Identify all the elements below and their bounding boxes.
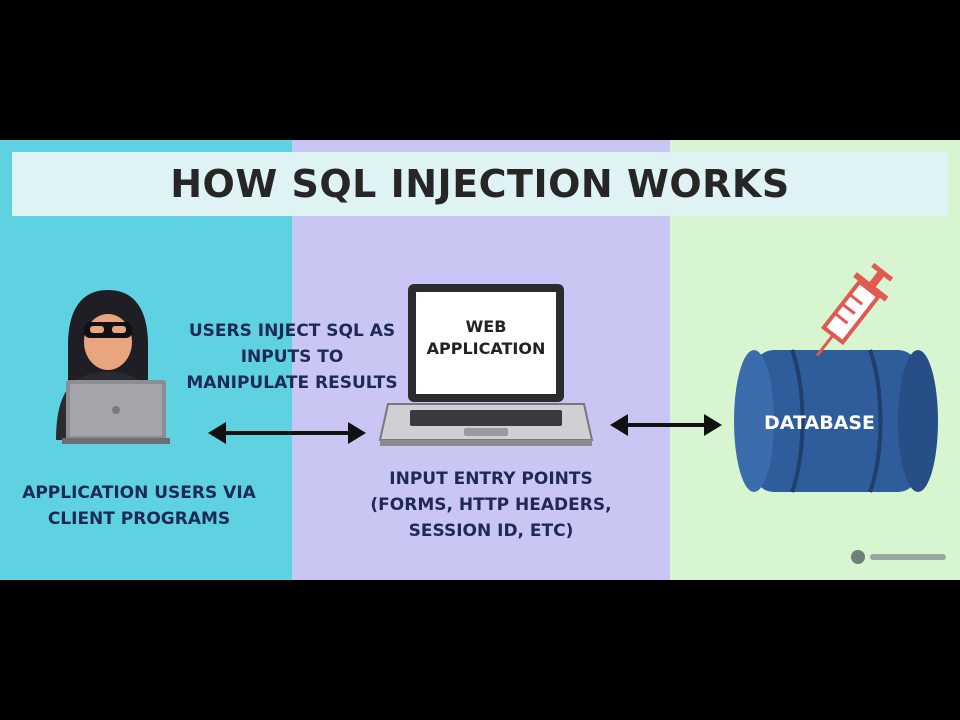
watermark-logo — [851, 550, 946, 564]
webapp-screen-label-line-2: APPLICATION — [426, 339, 546, 358]
injection-note-line-2: INPUTS TO — [240, 347, 344, 367]
diagram-title: HOW SQL INJECTION WORKS — [170, 162, 790, 206]
double-arrow-icon — [208, 422, 366, 444]
double-arrow-icon — [610, 414, 722, 436]
webapp-caption-line-1: INPUT ENTRY POINTS — [389, 469, 593, 489]
attacker-caption-line-1: APPLICATION USERS VIA — [22, 483, 256, 503]
webapp-screen-label-line-1: WEB — [465, 317, 507, 336]
laptop-icon — [378, 284, 594, 446]
webapp-caption: INPUT ENTRY POINTS (FORMS, HTTP HEADERS,… — [356, 466, 626, 544]
injection-note-line-3: MANIPULATE RESULTS — [186, 373, 398, 393]
injection-note: USERS INJECT SQL AS INPUTS TO MANIPULATE… — [172, 318, 412, 396]
database-icon — [734, 349, 938, 493]
title-bar: HOW SQL INJECTION WORKS — [12, 152, 948, 216]
syringe-icon — [816, 262, 894, 357]
diagram-frame: HOW SQL INJECTION WORKS USERS INJECT SQL… — [0, 140, 960, 580]
webapp-screen-label: WEB APPLICATION — [416, 316, 556, 360]
hacker-icon — [56, 290, 170, 444]
webapp-caption-line-3: SESSION ID, ETC) — [408, 521, 574, 541]
attacker-caption: APPLICATION USERS VIA CLIENT PROGRAMS — [4, 480, 274, 532]
database-label: DATABASE — [764, 412, 876, 434]
injection-note-line-1: USERS INJECT SQL AS — [188, 321, 396, 341]
attacker-caption-line-2: CLIENT PROGRAMS — [47, 509, 231, 529]
webapp-caption-line-2: (FORMS, HTTP HEADERS, — [370, 495, 612, 515]
